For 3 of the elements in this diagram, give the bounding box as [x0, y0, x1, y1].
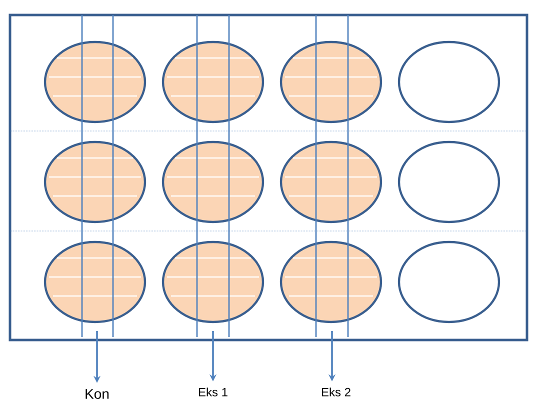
- column-label: Eks 1: [198, 388, 228, 396]
- column-label: Kon: [86, 389, 109, 399]
- column-label: Eks 2: [322, 388, 350, 396]
